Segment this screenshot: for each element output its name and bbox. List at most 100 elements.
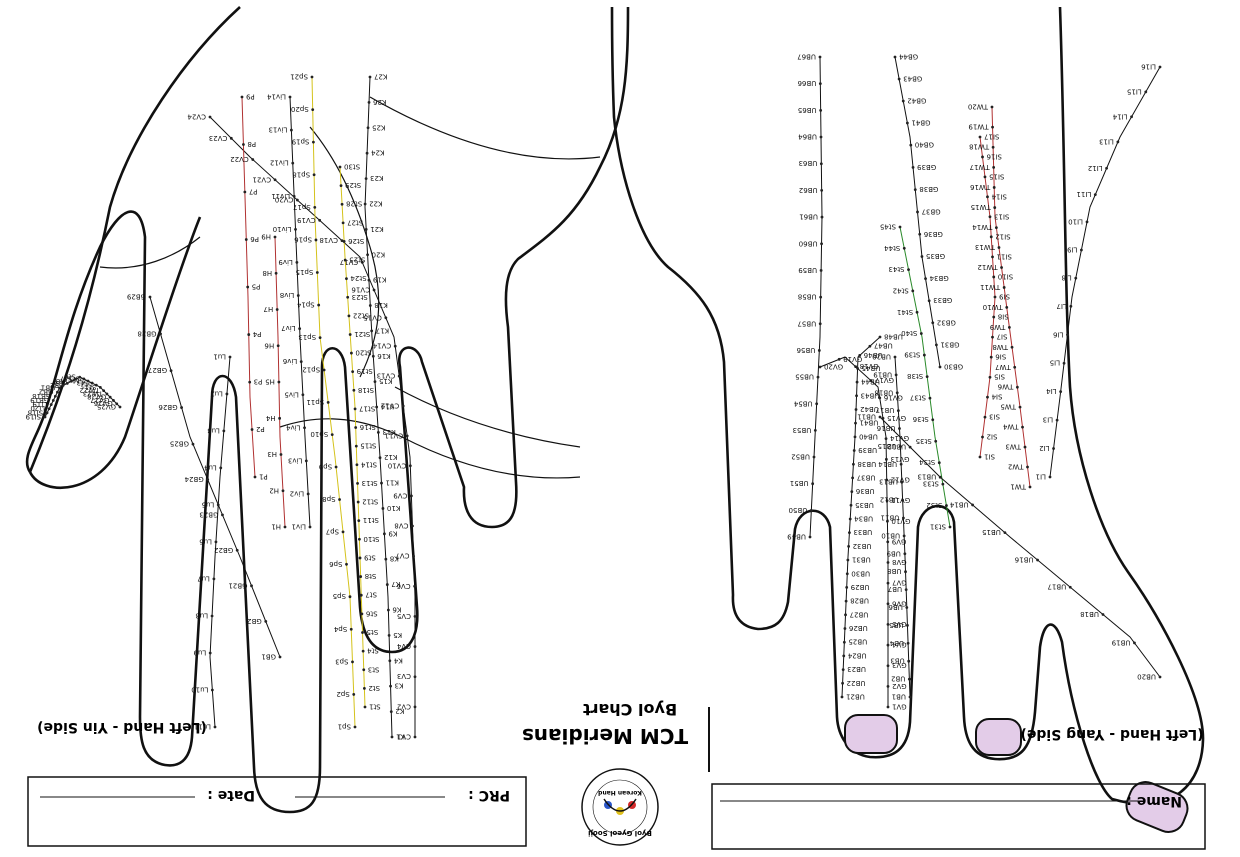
st-yin-label-26: St26 bbox=[348, 237, 365, 245]
cv-point-9 bbox=[410, 495, 413, 498]
ub-outer-point-20 bbox=[854, 435, 857, 438]
gb-yin-point-7 bbox=[192, 443, 195, 446]
k-point-15 bbox=[374, 380, 377, 383]
thumb-band-label-6: UB16 bbox=[1014, 555, 1033, 563]
ub-inner-label-4: UB4 bbox=[889, 639, 904, 647]
lu-label-8: Lu8 bbox=[195, 611, 208, 619]
sp-label-16: Sp16 bbox=[294, 235, 312, 243]
yin-hand-wrist bbox=[30, 7, 240, 472]
p-label-8: P8 bbox=[247, 140, 256, 148]
gb-yin-label-5: GB23 bbox=[199, 510, 218, 518]
crease-thumb bbox=[100, 237, 200, 268]
li-label-6: LI6 bbox=[1053, 330, 1064, 338]
ub-outer-point-1 bbox=[841, 696, 844, 699]
thumb-yin-point-12 bbox=[78, 376, 81, 379]
k-point-23 bbox=[365, 177, 368, 180]
ub-outer-label-4: UB24 bbox=[847, 651, 866, 659]
thumb-yin-label-24: SI19 bbox=[26, 413, 41, 421]
st-yin-point-10 bbox=[358, 538, 361, 541]
st-yin-label-30: St30 bbox=[344, 163, 360, 171]
st-yang-label-1: St31 bbox=[930, 523, 946, 531]
p-label-9: P9 bbox=[246, 93, 255, 101]
st-yin-point-12 bbox=[357, 501, 360, 504]
meridian-points: GV1GV2GV3GV4GV5GV6GV7GV8GV9GV10GV11GV12G… bbox=[26, 53, 1162, 741]
tw-label-8: TW8 bbox=[992, 343, 1009, 351]
st-yin-label-29: St29 bbox=[345, 181, 361, 189]
ub-inner-label-13: UB13 bbox=[879, 478, 898, 486]
gb-yang-point-3 bbox=[931, 321, 934, 324]
cv-point-21 bbox=[274, 178, 277, 181]
ub-finger-label-9: UB57 bbox=[797, 319, 816, 327]
st-yin-label-17: St17 bbox=[359, 404, 375, 412]
li-label-1: LI1 bbox=[1036, 473, 1046, 481]
ub-outer-label-24: UB44 bbox=[861, 378, 880, 386]
k-point-21 bbox=[365, 228, 368, 231]
st-yin-point-1 bbox=[364, 706, 367, 709]
ub-outer-point-12 bbox=[847, 545, 850, 548]
gv-label-20: GV20 bbox=[824, 363, 843, 371]
thumb-yin-point-5 bbox=[105, 392, 108, 395]
gb-yang-point-9 bbox=[914, 188, 917, 191]
ub-finger-label-18: UB66 bbox=[797, 79, 816, 87]
k-point-16 bbox=[372, 355, 375, 358]
cv-label-14: CV14 bbox=[372, 342, 391, 350]
si-label-5: SI5 bbox=[994, 373, 1005, 381]
ub-finger-point-2 bbox=[810, 509, 813, 512]
liv-label-2: Liv2 bbox=[290, 489, 304, 497]
k-point-2 bbox=[390, 710, 393, 713]
sp-point-21 bbox=[311, 76, 314, 79]
ub-outer-label-17: UB37 bbox=[857, 473, 876, 481]
ub-outer-label-14: UB34 bbox=[854, 514, 873, 522]
tw-label-14: TW14 bbox=[972, 223, 994, 231]
k-label-14: K14 bbox=[380, 402, 394, 410]
k-label-9: K9 bbox=[388, 529, 397, 537]
li-label-7: LI7 bbox=[1056, 302, 1066, 310]
li-label-2: LI2 bbox=[1039, 444, 1049, 452]
ub-outer-point-11 bbox=[846, 559, 849, 562]
ub-outer-point-19 bbox=[853, 449, 856, 452]
gb-yang-label-4: GB33 bbox=[933, 296, 952, 304]
thumb-band-point-5 bbox=[1004, 531, 1007, 534]
si-point-7 bbox=[991, 336, 994, 339]
si-label-6: SI6 bbox=[995, 353, 1007, 361]
gb-yin-label-3: GB21 bbox=[228, 581, 247, 589]
thumb-yin-point-9 bbox=[91, 382, 94, 385]
thumb-band-point-2 bbox=[909, 446, 912, 449]
gb-yang-label-14: GB43 bbox=[903, 75, 922, 83]
k-point-25 bbox=[367, 126, 370, 129]
gv-point-2 bbox=[887, 685, 890, 688]
ub-finger-point-9 bbox=[819, 322, 822, 325]
k-point-27 bbox=[369, 76, 372, 79]
ub-outer-point-10 bbox=[846, 572, 849, 575]
li-point-9 bbox=[1080, 249, 1083, 252]
k-label-7: K7 bbox=[391, 580, 400, 588]
nail-middle bbox=[845, 715, 897, 753]
sp-label-11: Sp11 bbox=[306, 398, 324, 406]
st-yang-point-7 bbox=[929, 397, 932, 400]
k-label-27: K27 bbox=[374, 73, 388, 81]
ub-outer-label-6: UB26 bbox=[848, 624, 867, 632]
st-yin-label-13: St13 bbox=[362, 479, 378, 487]
si-label-13: SI13 bbox=[994, 212, 1009, 220]
cv-point-24 bbox=[209, 116, 212, 119]
thumb-yin-point-18 bbox=[56, 391, 59, 394]
st-yin-point-4 bbox=[362, 650, 365, 653]
st-yin-label-27: St27 bbox=[347, 218, 363, 226]
lu-label-5: Lu5 bbox=[202, 500, 215, 508]
k-label-23: K23 bbox=[370, 174, 384, 182]
ub-inner-point-13 bbox=[900, 481, 903, 484]
k-label-22: K22 bbox=[369, 199, 383, 207]
crease-head bbox=[395, 387, 580, 447]
ub-outer-point-28 bbox=[879, 336, 882, 339]
tw-point-5 bbox=[1019, 406, 1022, 409]
st-yin-label-23: St23 bbox=[352, 293, 368, 301]
k-point-7 bbox=[386, 583, 389, 586]
st-yin-label-14: St14 bbox=[360, 460, 377, 468]
liv-label-5: Liv5 bbox=[284, 390, 298, 398]
st-yang-label-7: St37 bbox=[910, 394, 926, 402]
ub-outer-label-28: UB48 bbox=[884, 333, 903, 341]
gb-yin-label-6: GB24 bbox=[184, 475, 204, 483]
sp-point-7 bbox=[342, 530, 345, 533]
h-label-7: H7 bbox=[263, 305, 273, 313]
ub-finger-label-3: UB51 bbox=[790, 479, 809, 487]
